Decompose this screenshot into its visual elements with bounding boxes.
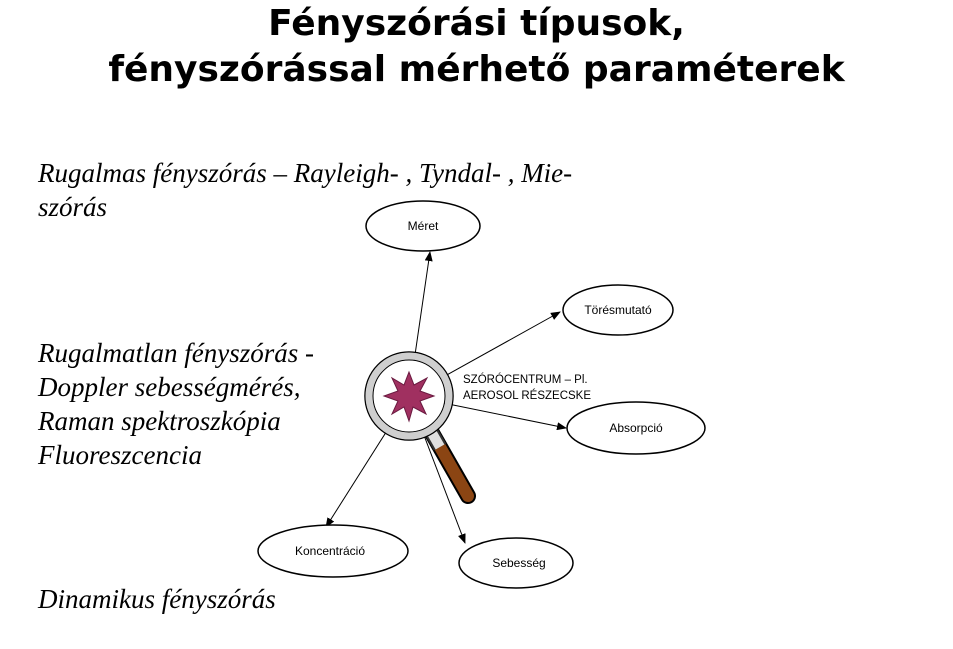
elastic-scattering-line-1: Rugalmas fényszórás – Rayleigh- , Tyndal… [38, 158, 573, 188]
node-koncentracio-label: Koncentráció [295, 544, 365, 558]
node-absorpcio: Absorpció [566, 401, 706, 455]
title-line-2: fényszórással mérhető paraméterek [108, 49, 845, 90]
node-sebesseg-label: Sebesség [492, 556, 545, 570]
elastic-scattering-line-2: szórás [38, 192, 108, 222]
node-meret: Méret [365, 200, 481, 252]
magnifier-handle [421, 422, 476, 504]
node-toresmutato: Törésmutató [562, 284, 674, 336]
center-label-line-1: SZÓRÓCENTRUM – Pl. [463, 373, 588, 386]
node-toresmutato-label: Törésmutató [584, 303, 652, 317]
inelastic-scattering-line-4: Fluoreszcencia [38, 440, 202, 470]
node-koncentracio: Koncentráció [257, 524, 409, 578]
node-meret-label: Méret [408, 219, 439, 233]
title-line-1: Fényszórási típusok, [268, 3, 685, 44]
node-absorpcio-label: Absorpció [609, 421, 663, 435]
center-label-line-2: AEROSOL RÉSZECSKE [463, 389, 591, 402]
inelastic-scattering-line-1: Rugalmatlan fényszórás - [38, 338, 314, 368]
scattering-center-star-icon [382, 370, 436, 423]
inelastic-scattering-line-2: Doppler sebességmérés, [38, 372, 301, 402]
node-sebesseg: Sebesség [458, 537, 574, 589]
dynamic-scattering-line: Dinamikus fényszórás [38, 584, 276, 614]
inelastic-scattering-line-3: Raman spektroszkópia [38, 406, 281, 436]
